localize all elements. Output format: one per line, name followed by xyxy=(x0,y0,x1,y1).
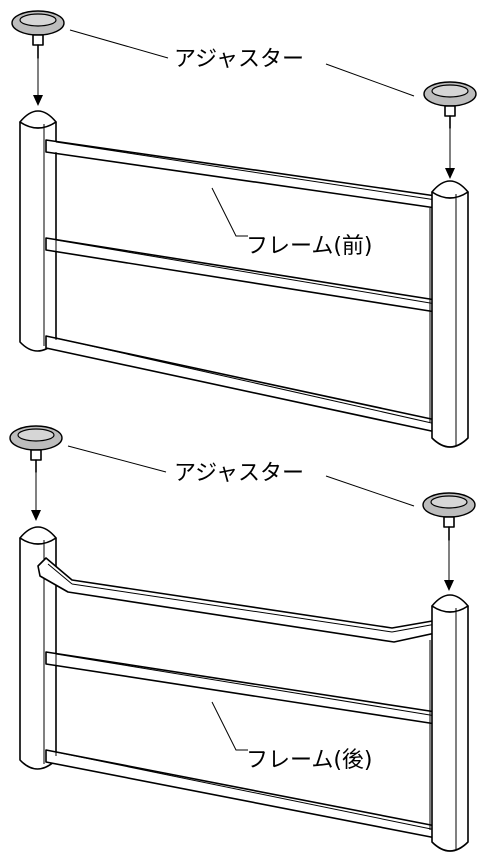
left-post-rear xyxy=(19,526,57,770)
rear-frame-rails xyxy=(37,557,441,839)
frame-front-label: フレーム(前) xyxy=(246,234,373,259)
adjuster-leader-left xyxy=(69,29,169,59)
adjuster-leader-right xyxy=(325,63,415,97)
right-adjuster-foot xyxy=(423,81,477,179)
adjuster-label-rear: アジャスター xyxy=(174,461,304,486)
frame-rear-label: フレーム(後) xyxy=(246,748,373,773)
front-frame-rails xyxy=(45,139,437,433)
front-frame-assembly: アジャスター フレーム xyxy=(11,10,477,448)
frame-leader xyxy=(211,187,248,237)
left-adjuster-foot xyxy=(11,10,65,106)
adjuster-leader-right-rear xyxy=(325,475,415,507)
frame-leader-rear xyxy=(211,701,248,751)
rear-frame-assembly: アジャスター xyxy=(9,425,476,852)
adjuster-leader-left-rear xyxy=(67,445,167,473)
right-adjuster-foot-rear xyxy=(422,492,476,591)
left-adjuster-foot-rear xyxy=(9,425,63,521)
right-post-rear xyxy=(431,594,469,852)
adjuster-label: アジャスター xyxy=(174,47,304,72)
right-post xyxy=(431,180,469,448)
